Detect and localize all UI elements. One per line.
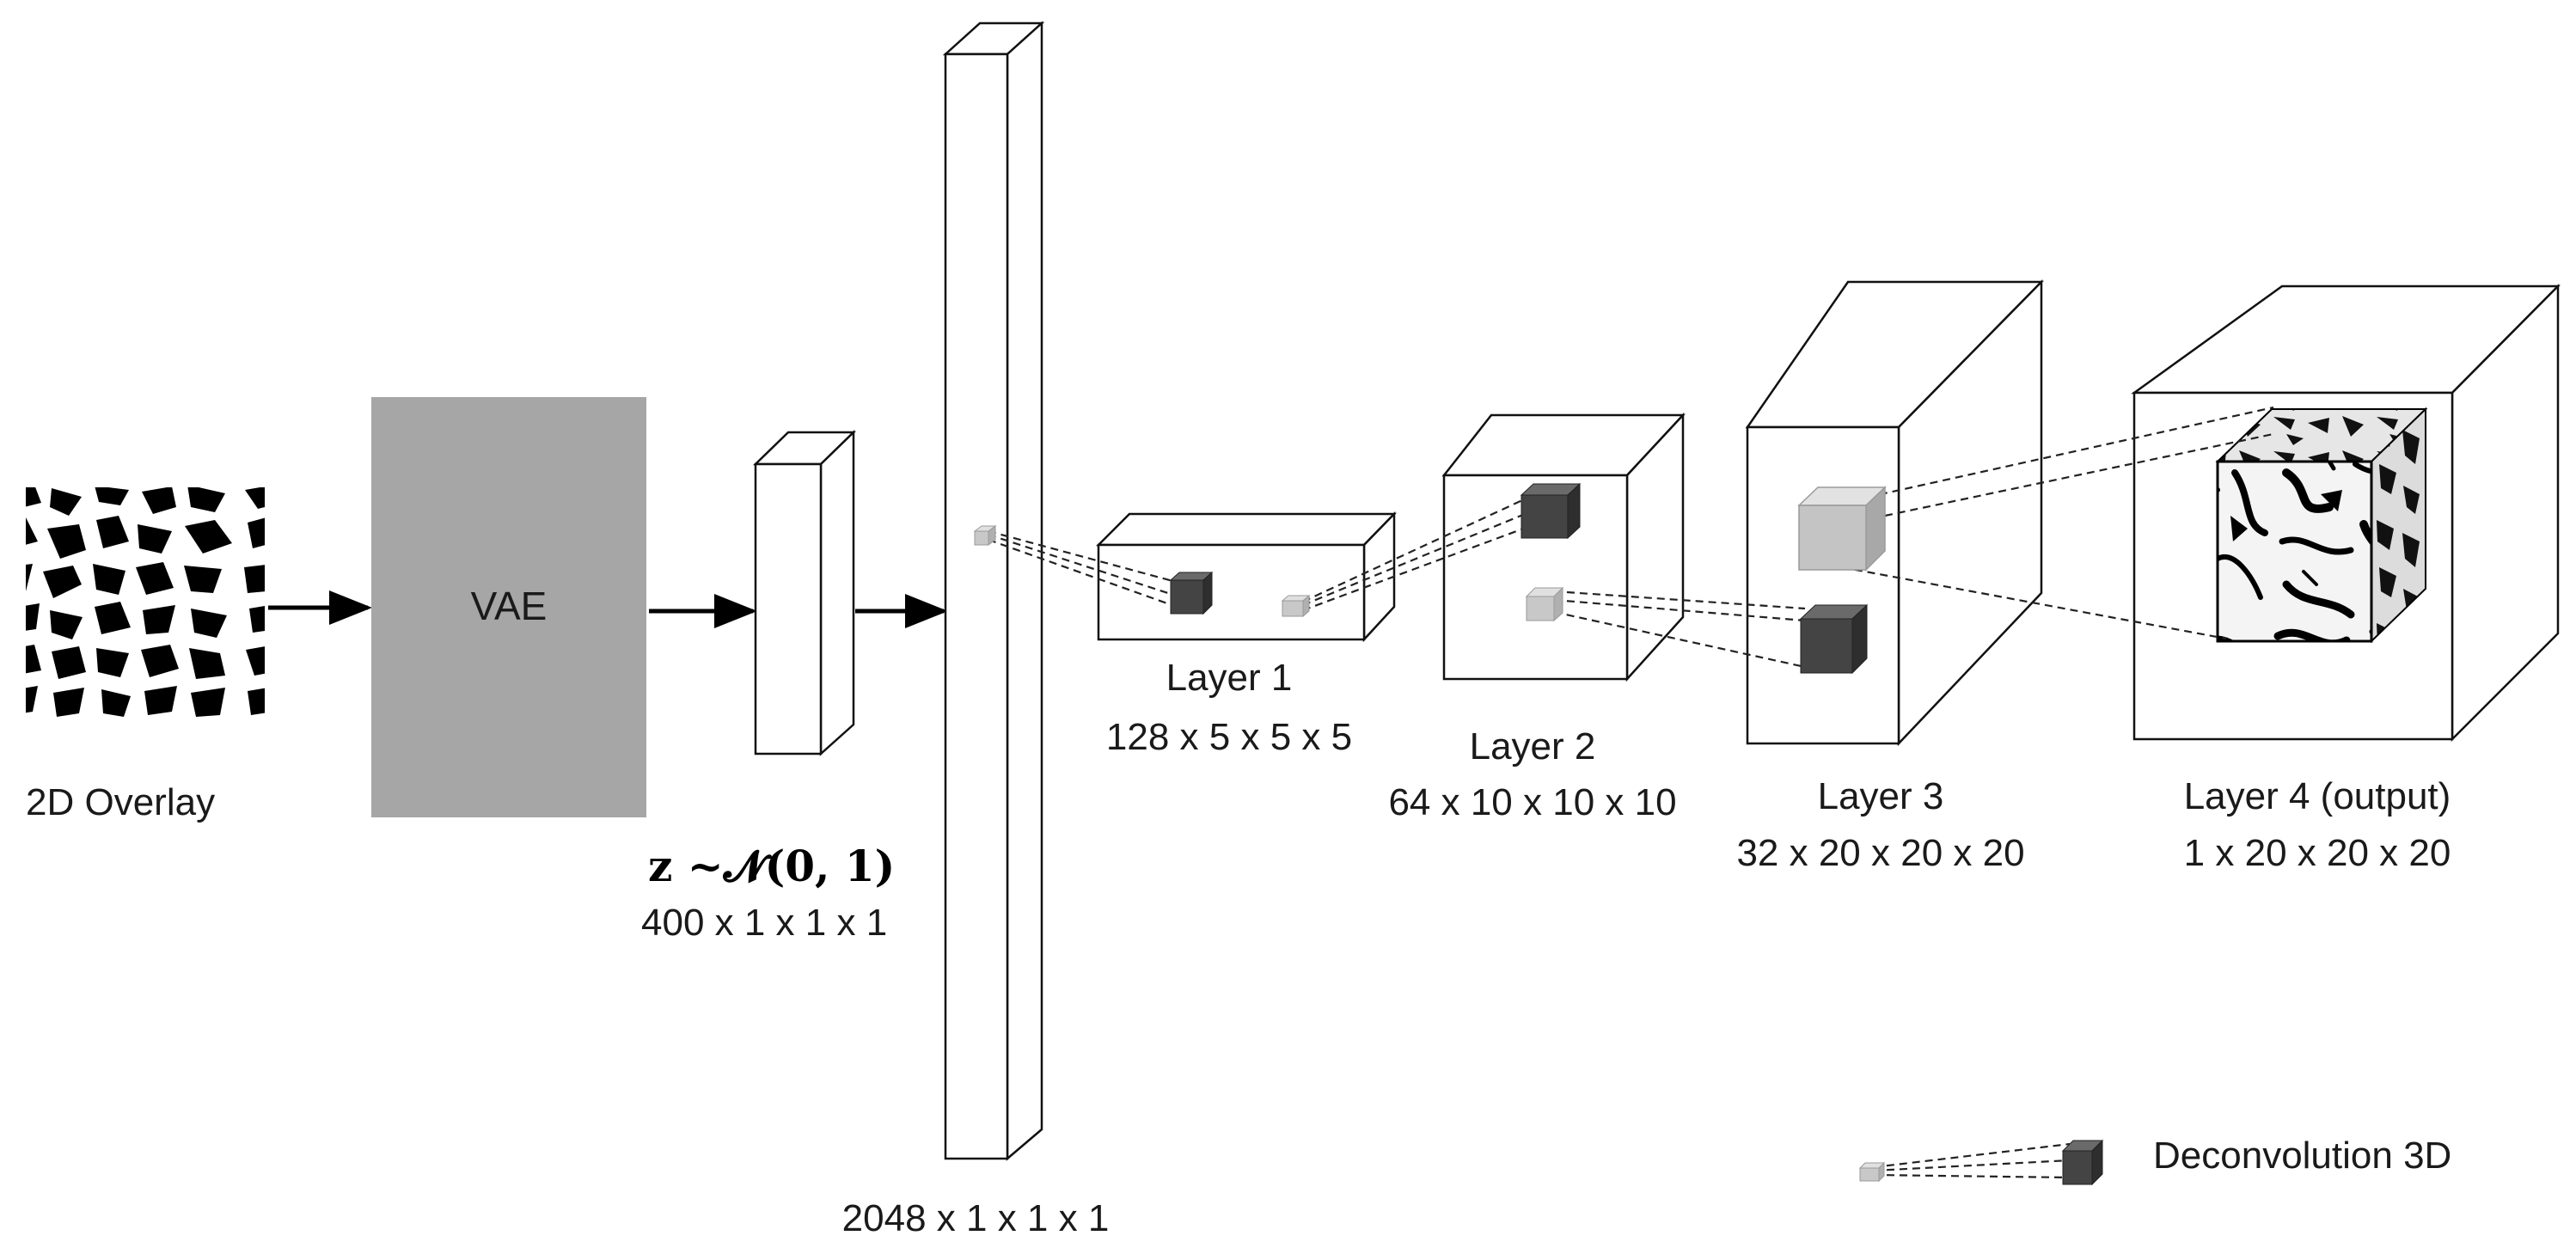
kernel-src-fc — [973, 525, 997, 546]
deconv-layer2-to-layer3 — [1525, 586, 1869, 675]
overlay-label: 2D Overlay — [26, 781, 215, 823]
input-2d-overlay — [26, 487, 265, 722]
latent-dims-label: 400 x 1 x 1 x 1 — [641, 902, 887, 944]
kernel-dst-layer3 — [1799, 603, 1869, 675]
layer2-dims: 64 x 10 x 10 x 10 — [1388, 781, 1676, 823]
layer3-dims: 32 x 20 x 20 x 20 — [1736, 832, 2024, 874]
layer1-block — [1095, 511, 1397, 643]
legend-src-kernel-icon — [1858, 1161, 1886, 1183]
deconv-fc-to-layer1 — [973, 525, 1214, 615]
kernel-src-layer1 — [1281, 594, 1311, 618]
overlay-texture-image — [26, 487, 265, 722]
fc-2048-block — [942, 21, 1045, 1161]
kernel-src-layer3 — [1797, 486, 1887, 572]
legend-dst-kernel-icon — [2061, 1139, 2104, 1186]
output-texture-cube — [2215, 407, 2428, 644]
kernel-dst-layer2 — [1520, 482, 1582, 540]
layer3-block — [1745, 278, 2044, 747]
vae-label: VAE — [471, 584, 548, 628]
layer3-name: Layer 3 — [1818, 775, 1944, 817]
layer1-name: Layer 1 — [1166, 657, 1293, 699]
layer1-dims: 128 x 5 x 5 x 5 — [1106, 716, 1352, 758]
latent-vector-block — [752, 430, 857, 756]
legend-label: Deconvolution 3D — [2153, 1135, 2451, 1177]
legend-deconvolution: Deconvolution 3D — [1858, 1135, 2451, 1186]
layer2-block — [1441, 412, 1686, 682]
fc-dims-label: 2048 x 1 x 1 x 1 — [842, 1197, 1110, 1239]
deconv-layer3-to-layer4 — [1797, 406, 2274, 640]
layer2-name: Layer 2 — [1470, 725, 1596, 768]
deconv-layer1-to-layer2 — [1281, 482, 1582, 618]
layer4-name: Layer 4 (output) — [2184, 775, 2451, 817]
kernel-src-layer2 — [1525, 586, 1564, 622]
latent-formula: z ~𝓝(0, 1) — [648, 841, 895, 891]
vae-block — [371, 397, 646, 817]
layer4-dims: 1 x 20 x 20 x 20 — [2184, 832, 2451, 874]
kernel-dst-layer1 — [1169, 571, 1214, 615]
